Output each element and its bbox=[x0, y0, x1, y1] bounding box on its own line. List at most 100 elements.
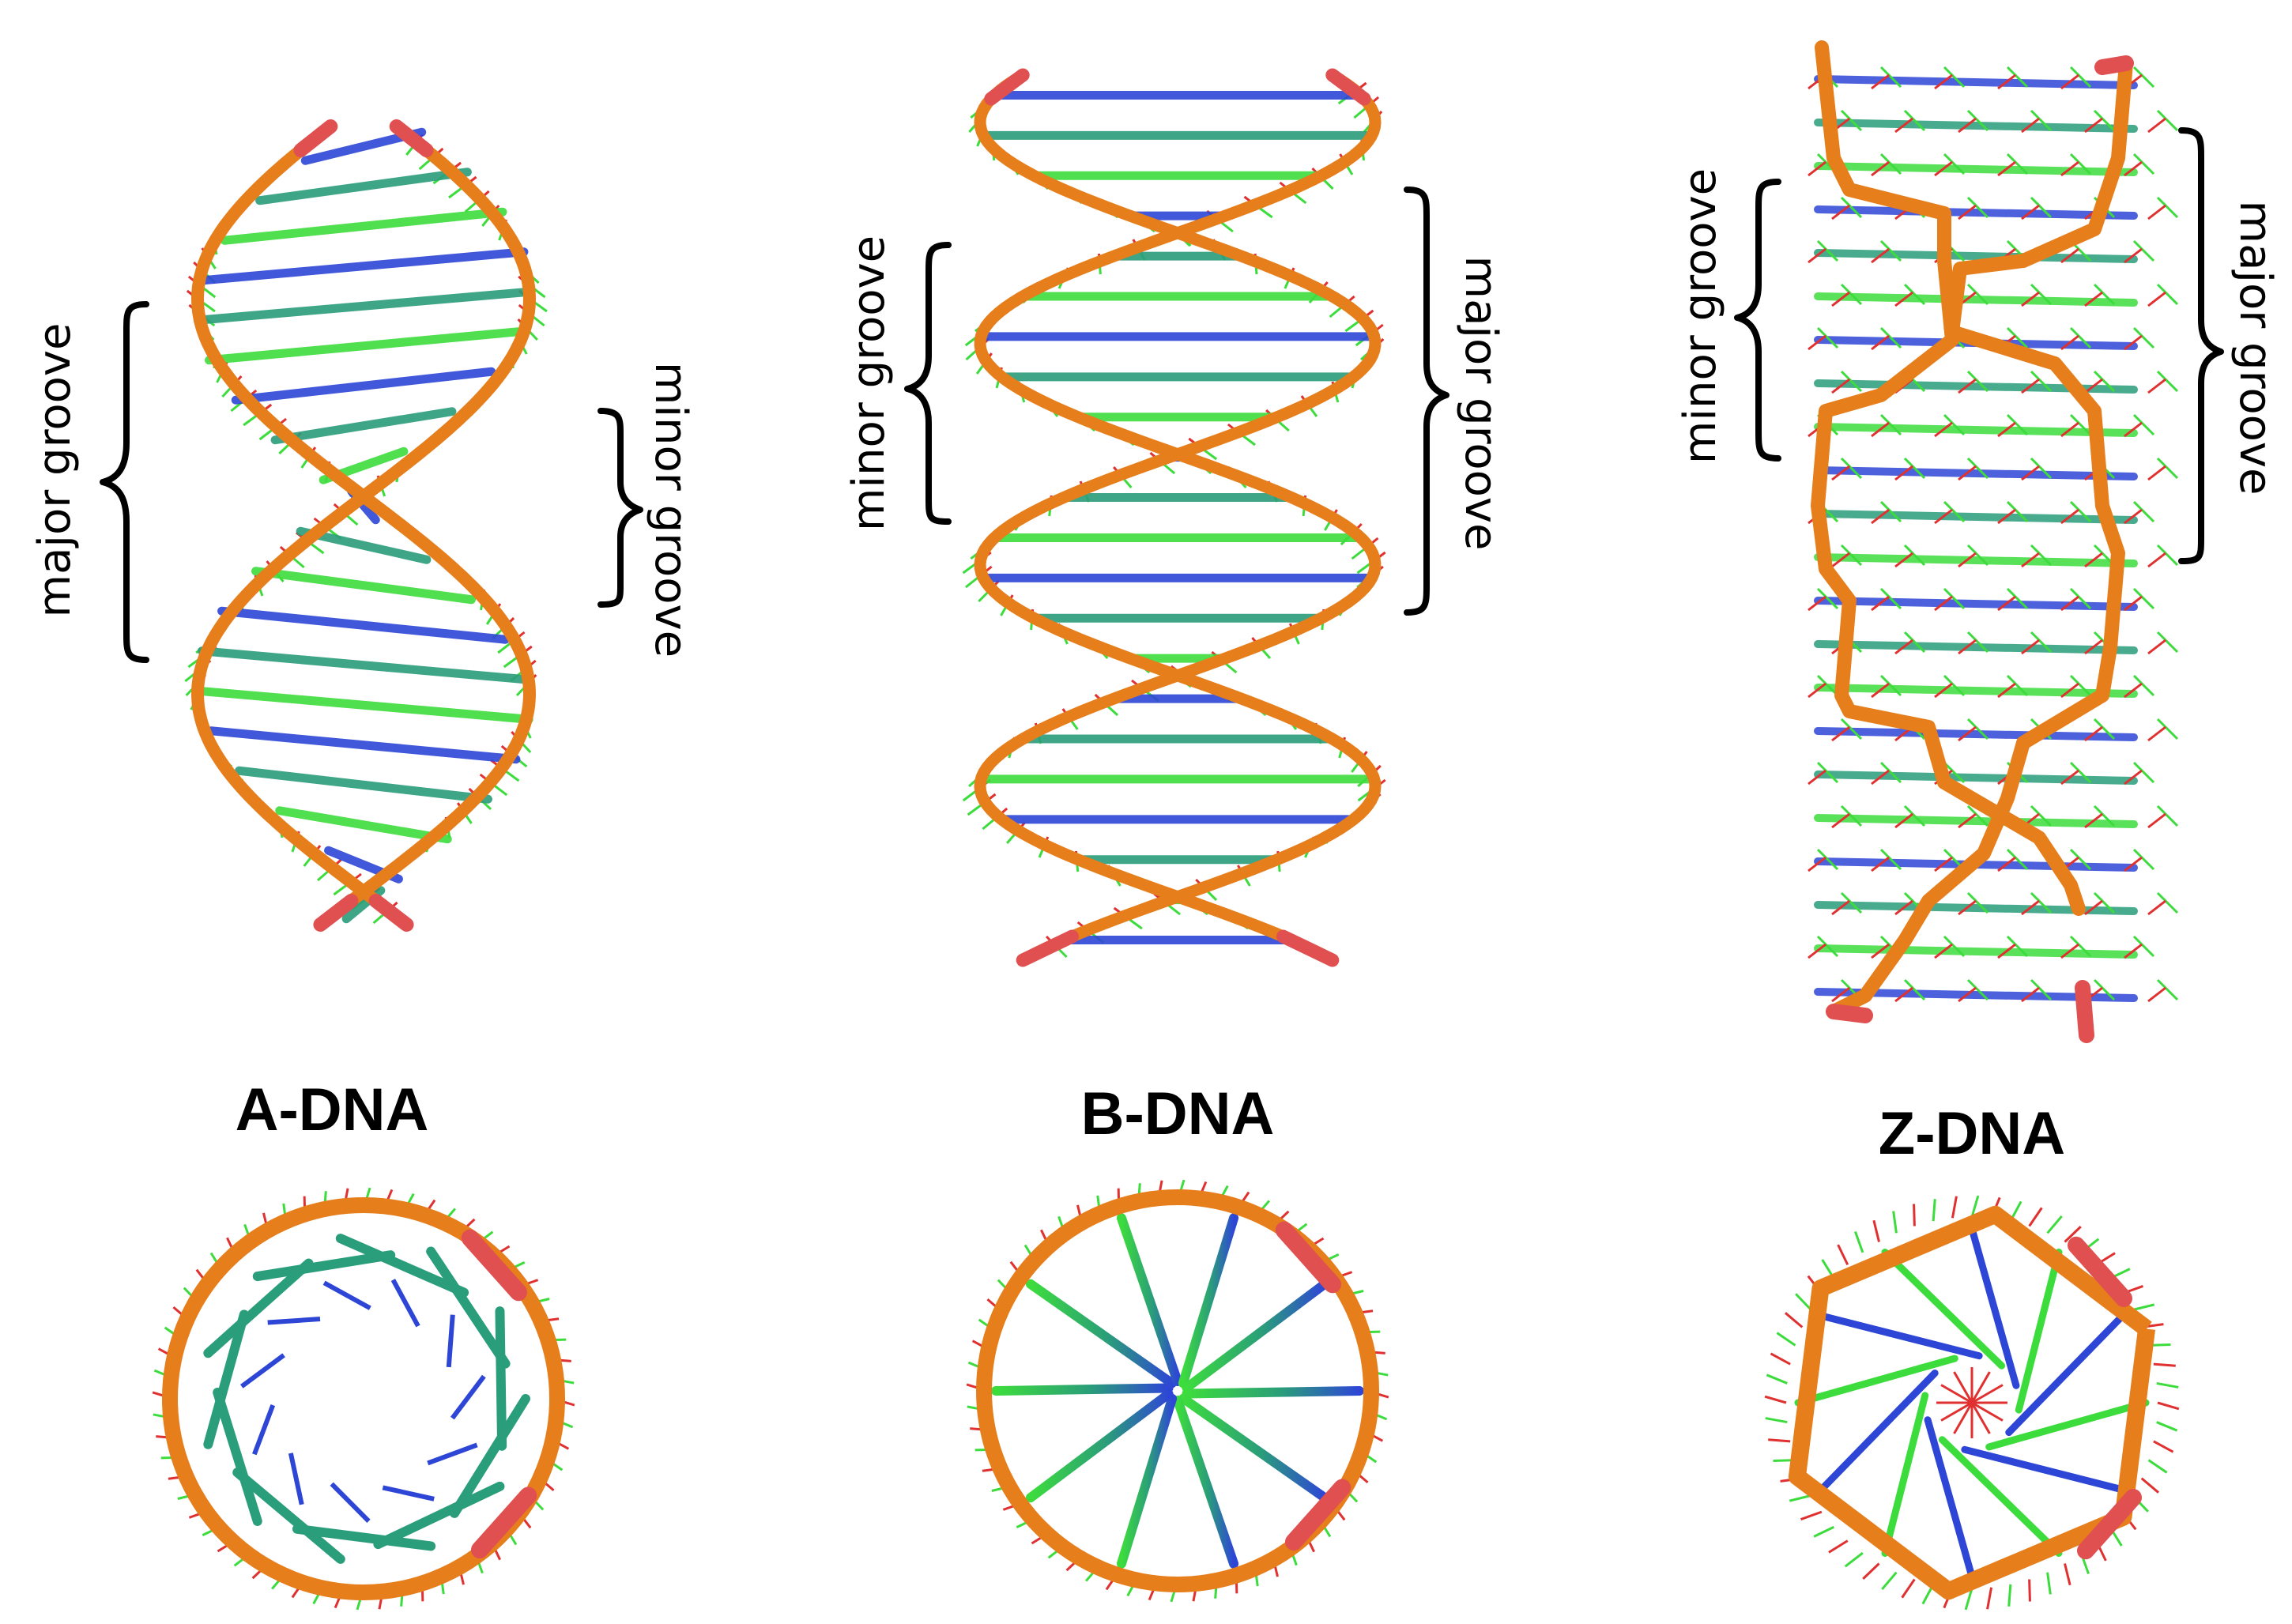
z-atom-bond bbox=[2132, 239, 2155, 262]
top-atom-bond bbox=[1971, 1384, 2004, 1404]
top-base-pair bbox=[203, 1258, 314, 1358]
a-strand bbox=[190, 120, 537, 929]
z-atom-bond bbox=[2030, 978, 2053, 1001]
b-strand-end bbox=[1325, 68, 1371, 106]
top-base-pair bbox=[1817, 1312, 1983, 1360]
z-atom-bond bbox=[2093, 370, 2116, 393]
top-base-pair bbox=[1985, 1399, 2150, 1451]
z-atom-bond bbox=[2084, 725, 2103, 742]
top-base-pair bbox=[1961, 1445, 2127, 1494]
z-atom-bond bbox=[1894, 812, 1913, 829]
top-atom-bond bbox=[1813, 1525, 1835, 1538]
b-dna-major-groove-brace bbox=[1404, 187, 1449, 616]
a-base-pair bbox=[193, 287, 534, 325]
z-atom-bond bbox=[1831, 812, 1850, 829]
top-atom-bond bbox=[1986, 1587, 1993, 1610]
z-atom-bond bbox=[2124, 595, 2143, 612]
z-atom-bond bbox=[1808, 160, 1826, 177]
top-atom-bond bbox=[2153, 1362, 2176, 1367]
top-atom-bond bbox=[2046, 1572, 2052, 1595]
top-base-pair bbox=[203, 1309, 249, 1449]
z-atom-bond bbox=[1871, 508, 1890, 525]
z-atom-bond bbox=[1879, 587, 1902, 610]
z-atom-bond bbox=[1894, 291, 1913, 307]
z-atom-bond bbox=[1943, 674, 1966, 697]
z-atom-bond bbox=[1943, 153, 1966, 175]
z-atom-bond bbox=[2093, 891, 2116, 914]
z-strand-end bbox=[2094, 55, 2134, 75]
z-atom-bond bbox=[1997, 682, 2016, 699]
z-atom-bond bbox=[2030, 196, 2053, 219]
z-atom-bond bbox=[1831, 899, 1850, 916]
top-atom-bond bbox=[2064, 1563, 2071, 1586]
z-atom-bond bbox=[2069, 761, 2092, 784]
z-atom-bond bbox=[1831, 378, 1850, 394]
z-atom-bond bbox=[2021, 552, 2040, 568]
z-atom-bond bbox=[1934, 856, 1953, 872]
top-base-pair bbox=[330, 1482, 371, 1523]
z-atom-bond bbox=[2147, 986, 2166, 1003]
z-atom-bond bbox=[2156, 804, 2179, 827]
z-atom-bond bbox=[1966, 631, 1989, 654]
z-base-pair bbox=[1814, 292, 2138, 307]
z-atom-bond bbox=[1997, 421, 2016, 438]
z-atom-bond bbox=[1879, 326, 1902, 349]
a-dna-backbone bbox=[190, 119, 537, 932]
z-atom-bond bbox=[2030, 283, 2053, 306]
z-atom-bond bbox=[2132, 326, 2155, 349]
top-base-pair bbox=[1116, 1213, 1182, 1387]
z-atom-bond bbox=[2124, 334, 2143, 351]
z-atom-bond bbox=[2132, 587, 2155, 610]
z-base-pair bbox=[1814, 466, 2138, 480]
z-atom-bond bbox=[1943, 761, 1966, 784]
top-atom-bond bbox=[1940, 1384, 1973, 1404]
z-atom-bond bbox=[1934, 595, 1953, 612]
z-atom-bond bbox=[1871, 943, 1890, 959]
z-atom-bond bbox=[2069, 848, 2092, 871]
z-dna-major-groove-label: major groove bbox=[2230, 201, 2281, 495]
z-atom-bond bbox=[1966, 109, 1989, 132]
top-atom-bond bbox=[1770, 1352, 1791, 1366]
z-atom-bond bbox=[2147, 378, 2166, 394]
z-atom-bond bbox=[2156, 631, 2179, 654]
z-atom-bond bbox=[2132, 500, 2155, 523]
z-atom-bond bbox=[2132, 674, 2155, 697]
z-atom-bond bbox=[1903, 631, 1926, 654]
z-atom-bond bbox=[1831, 725, 1850, 742]
z-atom-bond bbox=[1831, 204, 1850, 220]
z-atom-bond bbox=[1816, 761, 1839, 784]
z-atom-bond bbox=[1934, 682, 1953, 699]
z-atom-bond bbox=[2069, 674, 2092, 697]
z-atom-bond bbox=[2060, 595, 2079, 612]
top-base-pair bbox=[446, 1314, 455, 1368]
z-atom-bond bbox=[2132, 935, 2155, 958]
z-dna-major-groove-brace bbox=[2178, 127, 2224, 564]
z-atom-bond bbox=[1879, 848, 1902, 871]
z-base-pair bbox=[1814, 727, 2138, 741]
z-atom-bond bbox=[2060, 160, 2079, 177]
z-atom-bond bbox=[2084, 117, 2103, 134]
z-atom-bond bbox=[1903, 544, 1926, 567]
z-atom-bond bbox=[2147, 465, 2166, 481]
z-base-pair bbox=[1814, 553, 2138, 567]
z-atom-bond bbox=[1879, 153, 1902, 175]
top-base-pair bbox=[1025, 1279, 1177, 1389]
z-atom-bond bbox=[1966, 196, 1989, 219]
z-atom-bond bbox=[2147, 204, 2166, 220]
top-base-pair bbox=[450, 1374, 486, 1420]
z-atom-bond bbox=[2156, 283, 2179, 306]
a-base-pair bbox=[231, 367, 496, 405]
z-base-pair bbox=[1814, 205, 2138, 220]
top-backbone-end bbox=[471, 1486, 537, 1559]
a-dna-side-view: major groove minor groove bbox=[29, 119, 696, 932]
z-atom-bond bbox=[2147, 899, 2166, 916]
z-strand-end bbox=[2075, 980, 2094, 1043]
z-atom-bond bbox=[2006, 587, 2029, 610]
z-atom-bond bbox=[1966, 978, 1989, 1001]
z-atom-bond bbox=[1879, 674, 1902, 697]
z-atom-bond bbox=[2030, 631, 2053, 654]
z-atom-bond bbox=[2060, 73, 2079, 90]
a-base-pair bbox=[235, 766, 492, 804]
top-base-pair bbox=[2005, 1312, 2127, 1437]
z-atom-bond bbox=[1831, 465, 1850, 481]
